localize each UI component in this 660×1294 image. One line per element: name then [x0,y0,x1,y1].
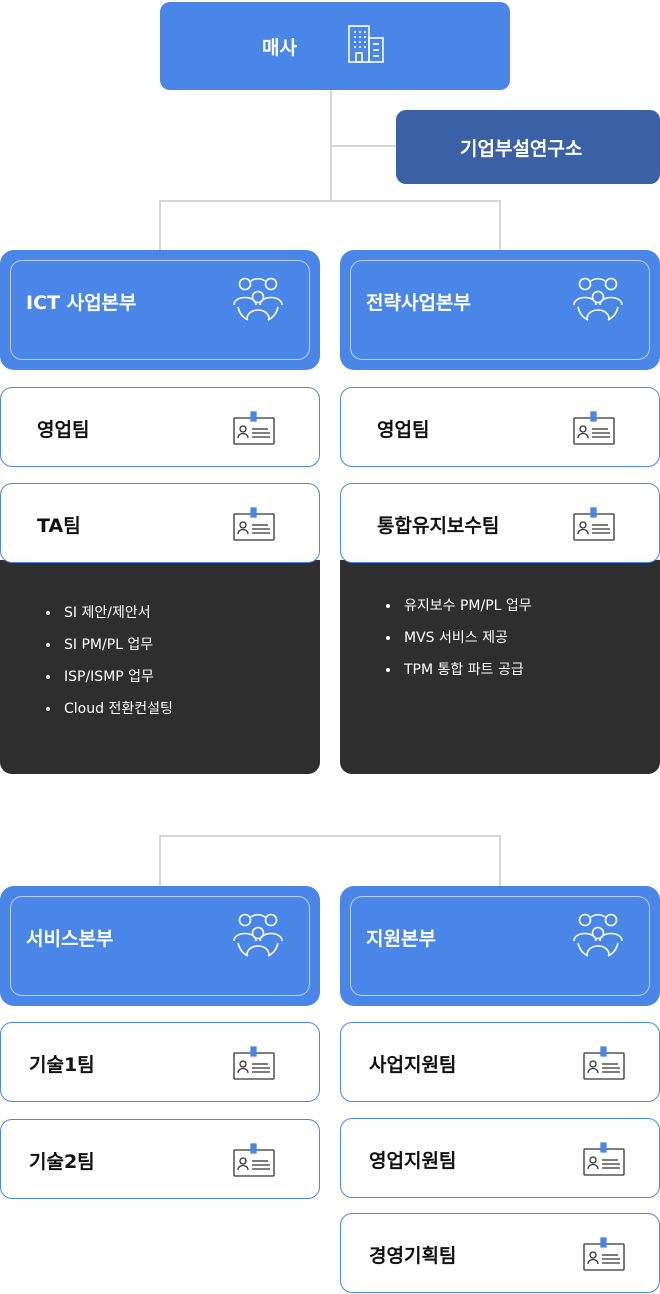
dept-label: 전략사업본부 [366,292,471,314]
bullet-icon [386,636,390,640]
dept-label: ICT 사업본부 [26,292,137,314]
duty-text: MVS 서비스 제공 [404,630,508,646]
id-card-icon [573,411,615,449]
duties-list: 유지보수 PM/PL 업무 MVS 서비스 제공 TPM 통합 파트 공급 [386,590,532,686]
bullet-icon [386,604,390,608]
dept-inner-border [10,896,310,996]
dept-label: 지원본부 [366,928,436,950]
group-icon [230,909,286,963]
id-card-icon [573,507,615,545]
duty-text: SI 제안/제안서 [64,605,151,621]
connector-line [331,145,396,147]
duty-item: 유지보수 PM/PL 업무 [386,590,532,622]
duty-item: TPM 통합 파트 공급 [386,654,532,686]
bullet-icon [386,668,390,672]
team-label: 통합유지보수팀 [377,515,500,537]
dept-inner-border [350,896,650,996]
id-card-icon [583,1142,625,1180]
duty-text: 유지보수 PM/PL 업무 [404,598,532,614]
ceo-label: 매사 [262,37,297,59]
group-icon [570,909,626,963]
team-label: 영업지원팀 [369,1150,457,1172]
connector-line [159,200,161,250]
team-label: 영업팀 [37,419,90,441]
id-card-icon [233,507,275,545]
duty-text: SI PM/PL 업무 [64,637,154,653]
id-card-icon [583,1046,625,1084]
team-box: 기술2팀 [0,1119,320,1199]
connector-line [160,835,501,837]
duty-text: TPM 통합 파트 공급 [404,662,524,678]
duty-item: Cloud 전환컨설팅 [46,693,173,725]
duties-panel: 유지보수 PM/PL 업무 MVS 서비스 제공 TPM 통합 파트 공급 [340,560,660,774]
team-label: 기술2팀 [29,1151,95,1173]
research-lab-box: 기업부설연구소 [396,110,660,184]
team-box: TA팀 [0,483,320,563]
team-label: TA팀 [37,515,81,537]
connector-line [160,200,501,202]
duty-item: ISP/ISMP 업무 [46,661,173,693]
group-icon [570,273,626,327]
dept-inner-border [350,260,650,360]
team-box: 영업지원팀 [340,1118,660,1198]
team-box: 영업팀 [0,387,320,467]
team-label: 영업팀 [377,419,430,441]
building-icon [346,24,386,69]
group-icon [230,273,286,327]
connector-line [159,835,161,887]
duty-text: ISP/ISMP 업무 [64,669,154,685]
duty-item: MVS 서비스 제공 [386,622,532,654]
dept-strategy: 전략사업본부 [340,250,660,370]
dept-inner-border [10,260,310,360]
duties-list: SI 제안/제안서 SI PM/PL 업무 ISP/ISMP 업무 Cloud … [46,597,173,725]
connector-line [499,835,501,887]
ceo-box: 매사 [160,2,510,90]
research-lab-label: 기업부설연구소 [460,138,583,160]
id-card-icon [233,1143,275,1181]
bullet-icon [46,643,50,647]
duty-item: SI 제안/제안서 [46,597,173,629]
id-card-icon [233,1046,275,1084]
team-box: 영업팀 [340,387,660,467]
duty-item: SI PM/PL 업무 [46,629,173,661]
bullet-icon [46,675,50,679]
dept-service: 서비스본부 [0,886,320,1006]
bullet-icon [46,611,50,615]
duty-text: Cloud 전환컨설팅 [64,701,173,717]
duties-panel: SI 제안/제안서 SI PM/PL 업무 ISP/ISMP 업무 Cloud … [0,560,320,774]
dept-ict: ICT 사업본부 [0,250,320,370]
team-label: 기술1팀 [29,1054,95,1076]
team-box: 경영기획팀 [340,1213,660,1293]
id-card-icon [583,1237,625,1275]
connector-line [499,200,501,250]
team-box: 통합유지보수팀 [340,483,660,563]
team-box: 사업지원팀 [340,1022,660,1102]
team-label: 경영기획팀 [369,1245,457,1267]
bullet-icon [46,707,50,711]
dept-support: 지원본부 [340,886,660,1006]
team-box: 기술1팀 [0,1022,320,1102]
id-card-icon [233,411,275,449]
team-label: 사업지원팀 [369,1054,457,1076]
dept-label: 서비스본부 [26,928,114,950]
